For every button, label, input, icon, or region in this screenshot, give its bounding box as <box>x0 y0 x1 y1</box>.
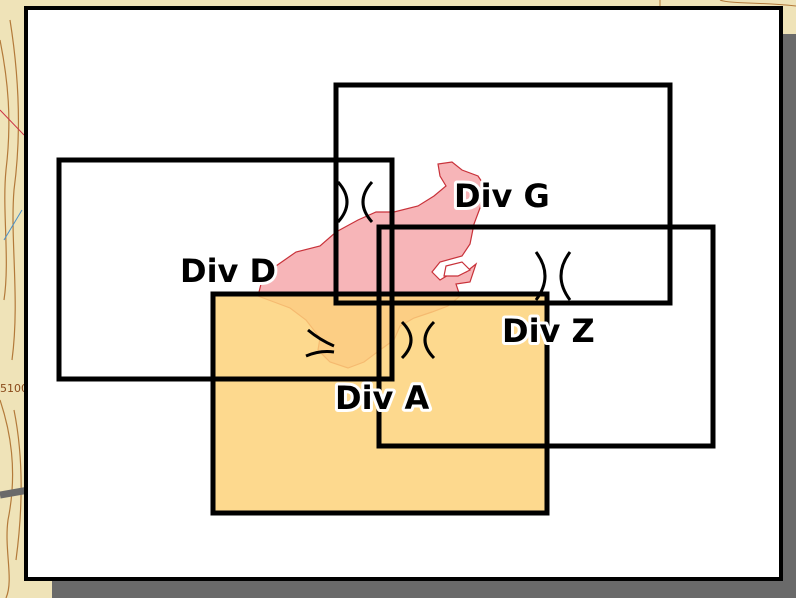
div-g-boundary <box>333 82 673 306</box>
div-z-label: Div Z <box>502 312 595 350</box>
unburned-island <box>443 261 472 277</box>
division-break-symbol-dg <box>336 180 374 224</box>
contour-elevation-label: 5100 <box>0 382 28 395</box>
division-break-symbol-da <box>305 328 335 358</box>
div-a-boundary <box>210 291 550 516</box>
div-d-label: Div D <box>180 252 276 290</box>
div-d-boundary <box>56 157 395 382</box>
division-break-symbol-gz <box>534 251 572 301</box>
div-a-label: Div A <box>335 379 430 417</box>
division-break-symbol-za <box>400 320 436 360</box>
div-g-label: Div G <box>454 177 550 215</box>
